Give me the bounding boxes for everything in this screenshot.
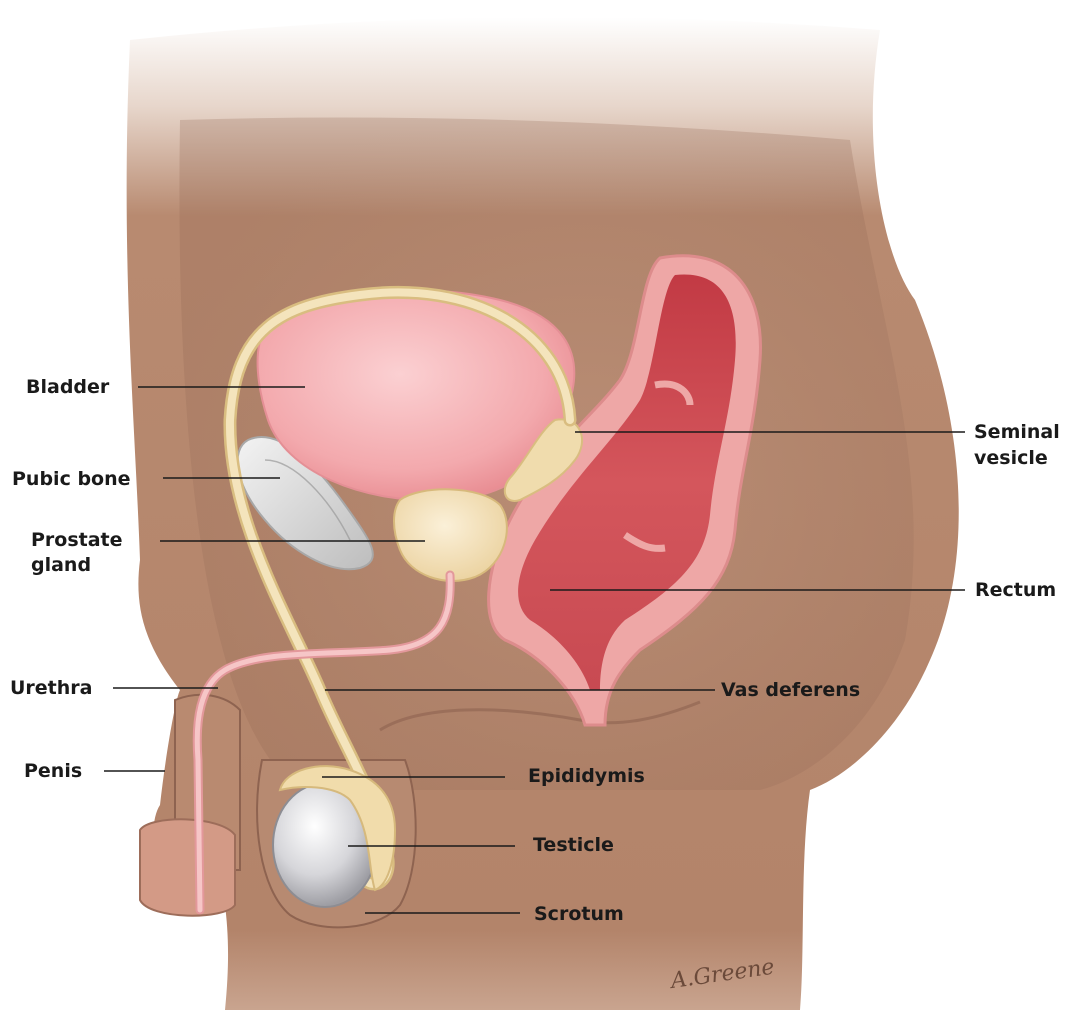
label-vas-deferens: Vas deferens (721, 678, 860, 703)
label-seminal-line1: Seminal (974, 420, 1060, 445)
label-pubic-bone: Pubic bone (12, 467, 131, 492)
label-seminal-line2: vesicle (974, 446, 1048, 471)
label-bladder: Bladder (26, 375, 109, 400)
label-prostate-line1: Prostate (31, 528, 123, 553)
glans (140, 819, 235, 915)
label-urethra: Urethra (10, 676, 93, 701)
label-scrotum: Scrotum (534, 902, 624, 927)
label-epididymis: Epididymis (528, 764, 645, 789)
label-penis: Penis (24, 759, 82, 784)
label-rectum: Rectum (975, 578, 1056, 603)
label-testicle: Testicle (533, 833, 614, 858)
prostate-shape (394, 489, 507, 581)
label-prostate-line2: gland (31, 553, 91, 578)
